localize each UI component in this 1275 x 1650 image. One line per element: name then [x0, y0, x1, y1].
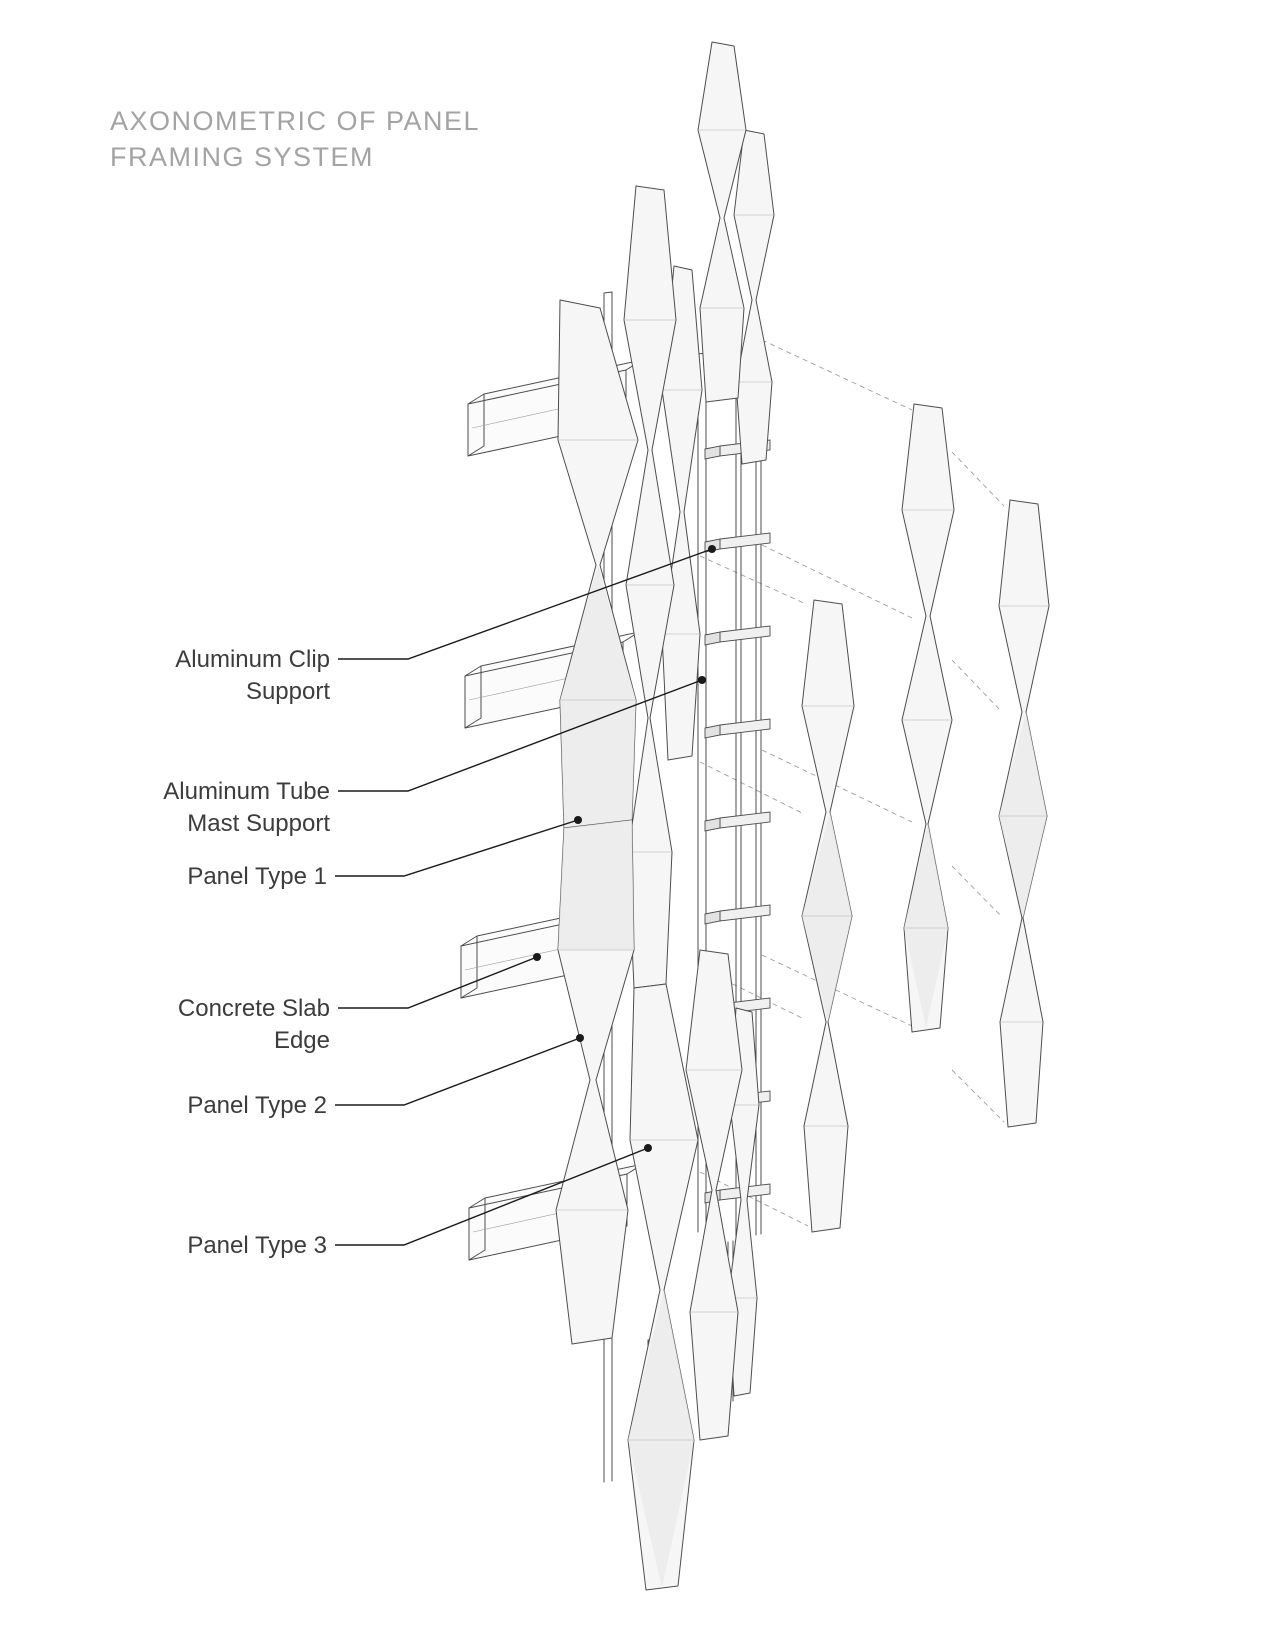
label-concrete-slab-line2: Edge [274, 1027, 330, 1054]
upper-panel-tall-shape [697, 41, 747, 403]
label-panel-type-3: Panel Type 3 [187, 1232, 327, 1259]
panel-type-3-facet [628, 1290, 694, 1588]
label-panel-type-1: Panel Type 1 [187, 863, 327, 890]
leader-dot-aluminum-tube-mast-support [698, 676, 706, 684]
leader-dot-panel-type-3 [644, 1144, 652, 1152]
exploded-panel-2-facet [904, 824, 948, 1028]
label-panel-type-2: Panel Type 2 [187, 1092, 327, 1119]
leader-concrete-slab-edge [338, 956, 538, 1009]
label-aluminum-tube-line2: Mast Support [187, 810, 330, 837]
panel-type-2-facet [558, 820, 634, 950]
label-aluminum-clip-line2: Support [246, 678, 330, 705]
diagram-title-line2: FRAMING SYSTEM [110, 142, 374, 172]
panel-type-1-facet [560, 565, 636, 828]
leader-dot-aluminum-clip-support [708, 545, 716, 553]
upper-panel-right-shape [733, 129, 775, 465]
leader-panel-type-2 [335, 1037, 581, 1106]
lower-panel-mid-folds [686, 1069, 742, 1313]
leader-dot-panel-type-1 [574, 816, 582, 824]
label-concrete-slab-line1: Concrete Slab [178, 995, 330, 1022]
leader-aluminum-clip-support [338, 548, 713, 660]
exploded-panels [801, 403, 1050, 1233]
upper-panel-right-folds [734, 214, 774, 383]
exploded-guides [699, 339, 1005, 1227]
explode-dashed-lines [699, 339, 1005, 1227]
center-panel-back-folds [662, 389, 702, 635]
leader-dot-concrete-slab-edge [533, 953, 541, 961]
exploded-panel-1-facet [802, 812, 852, 1022]
exploded-panel-3-folds [999, 605, 1049, 1023]
upper-panel-tall-folds [698, 129, 746, 309]
panel-type-2-folds [556, 949, 634, 1211]
center-panel-back-shape [661, 265, 703, 761]
lower-panel-mid-shape [685, 949, 743, 1441]
annotations: Aluminum Clip Support Aluminum Tube Mast… [163, 545, 716, 1259]
diagram-title-line1: AXONOMETRIC OF PANEL [110, 106, 480, 136]
title-block: AXONOMETRIC OF PANEL FRAMING SYSTEM [110, 106, 480, 172]
leader-aluminum-tube-mast-support [338, 679, 703, 792]
exploded-panel-3-facet [999, 712, 1047, 918]
leader-panel-type-1 [335, 819, 579, 877]
exploded-panel-2-folds [902, 509, 954, 929]
exploded-panel-2-shape [901, 403, 955, 1033]
panel-type-3-folds [628, 1139, 698, 1441]
label-aluminum-tube-line1: Aluminum Tube [163, 778, 330, 805]
panel-type-1-folds [558, 439, 638, 701]
mounted-panels [555, 41, 775, 1591]
leader-dot-panel-type-2 [576, 1034, 584, 1042]
leader-panel-type-3 [335, 1147, 649, 1246]
label-aluminum-clip-line1: Aluminum Clip [175, 646, 330, 673]
exploded-panel-1-folds [802, 705, 854, 1127]
center-panel-tall-folds [624, 319, 676, 853]
